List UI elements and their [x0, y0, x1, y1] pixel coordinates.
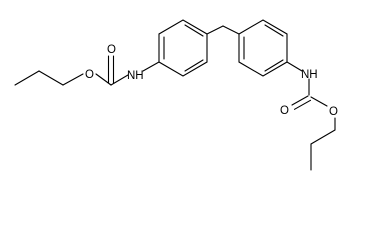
left-ring-inner-bond-3 [184, 59, 204, 72]
left-benzene-ring [158, 19, 208, 77]
bond-right-carbonyl-c-o-ester [310, 96, 328, 107]
left-carbamate-group [95, 55, 160, 86]
bond-bridge-left [206, 25, 224, 35]
atom-label-nh-right: NH [301, 69, 318, 81]
bond-right-carbonyl-c-o-double-a [291, 95, 309, 106]
right-carbamate-group [286, 61, 328, 110]
atom-label-carbonyl-oxygen-left: O [107, 44, 116, 56]
left-ring-inner-bond-2 [184, 24, 204, 37]
bond-left-carbonyl-c-n [110, 74, 129, 86]
bond-right-ring-n [286, 61, 303, 72]
bond-right-propyl-c1-c2 [310, 129, 336, 145]
atom-label-nh-left: NH [127, 70, 144, 82]
right-ring-inner-bond-2 [264, 24, 284, 37]
bond-left-n-ring [142, 61, 160, 72]
chemical-structure: O O NH NH O O [14, 19, 338, 171]
atom-label-ester-oxygen-left: O [85, 69, 94, 81]
left-propyl-chain [14, 70, 84, 86]
right-propyl-chain [310, 117, 336, 171]
right-ring-outline [238, 19, 288, 77]
methylene-bridge [206, 25, 240, 35]
right-ring-inner-bond-3 [264, 59, 284, 72]
bond-left-propyl-c1-c2 [14, 70, 40, 86]
bond-right-carbonyl-c-o-double-b [293, 99, 312, 110]
atom-label-carbonyl-oxygen-right: O [280, 105, 289, 117]
atom-label-ester-oxygen-right: O [329, 106, 338, 118]
right-benzene-ring [238, 19, 288, 77]
bond-left-propyl-c3-o [62, 73, 84, 86]
left-ring-outline [158, 19, 208, 77]
bond-bridge-right [222, 25, 240, 35]
bond-left-propyl-c2-c3 [38, 70, 64, 86]
